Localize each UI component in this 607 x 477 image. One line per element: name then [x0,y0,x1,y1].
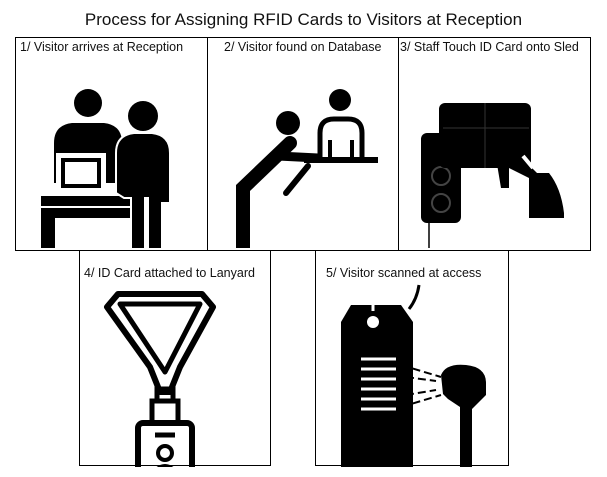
step-1-panel: 1/ Visitor arrives at Reception [15,37,209,251]
reception-desk-icon [41,89,171,248]
step-3-label: 3/ Staff Touch ID Card onto Sled [400,40,579,54]
step-1-label: 1/ Visitor arrives at Reception [20,40,184,54]
barcode-scanner-icon [341,284,486,467]
lanyard-id-card-icon [104,291,216,467]
step-2-panel: 2/ Visitor found on Database [207,37,400,251]
card-on-sled-icon [421,103,564,248]
step-4-label: 4/ ID Card attached to Lanyard [84,266,255,280]
step-3-panel: 3/ Staff Touch ID Card onto Sled [398,37,591,251]
step-4-panel: 4/ ID Card attached to Lanyard [79,250,271,467]
visitor-at-counter-icon [236,89,378,248]
diagram-title: Process for Assigning RFID Cards to Visi… [84,10,523,29]
step-5-panel: 5/ Visitor scanned at access [315,250,509,467]
step-5-label: 5/ Visitor scanned at access [326,266,482,280]
step-2-label: 2/ Visitor found on Database [224,40,382,54]
